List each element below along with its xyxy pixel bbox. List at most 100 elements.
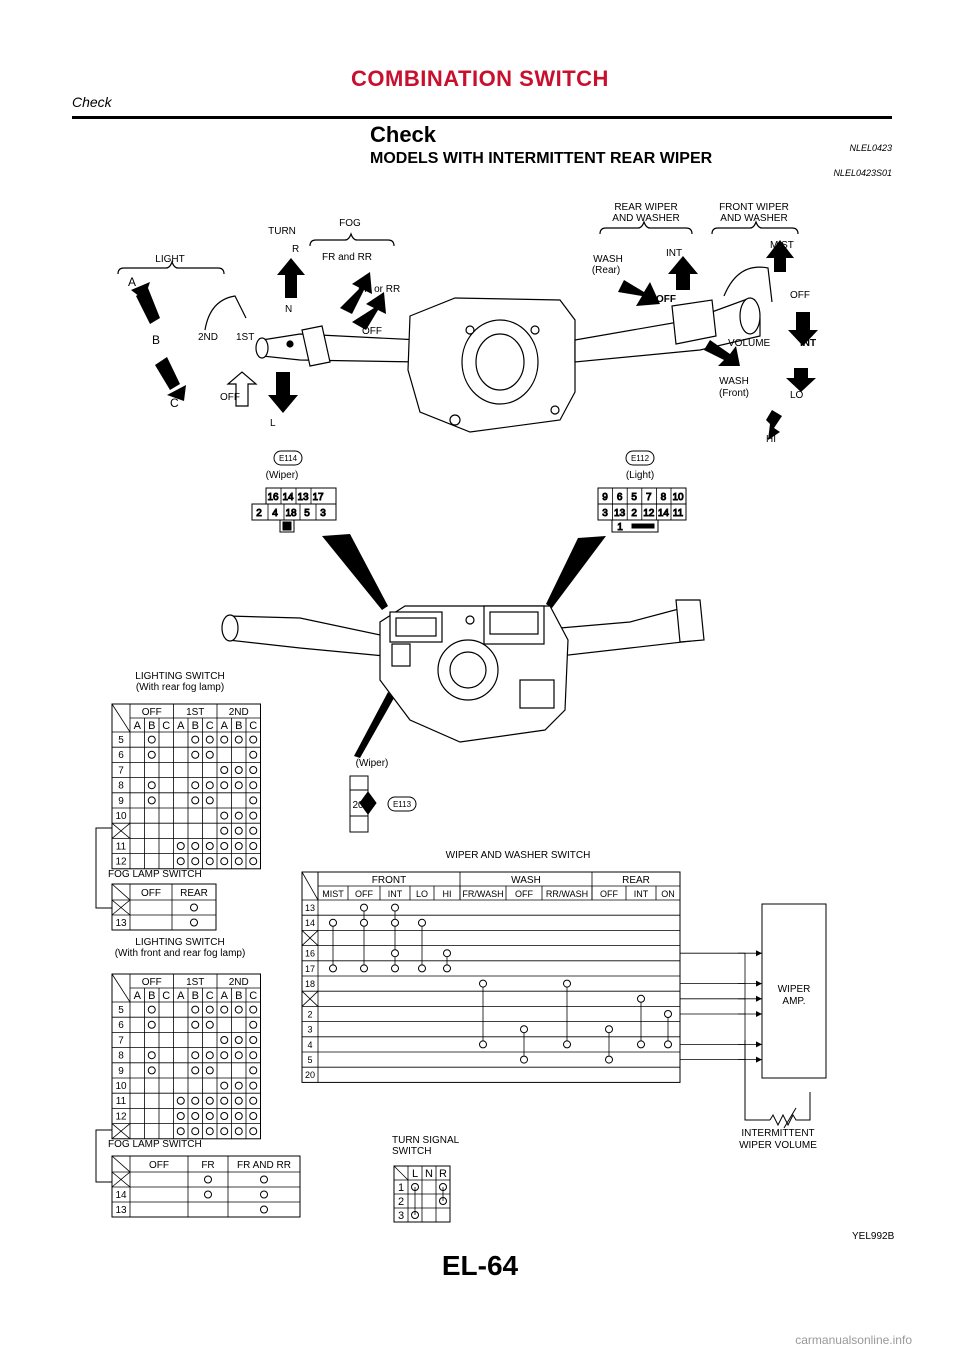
contact-dot (191, 857, 200, 866)
contact-dot (234, 1005, 243, 1014)
label-mist: MIST (770, 240, 794, 251)
label-fog: FOG (339, 218, 361, 229)
contact-dot (329, 964, 337, 973)
section-code: NLEL0423 (849, 143, 892, 153)
label-fog-off: OFF (362, 326, 382, 337)
group-header: FRONT (372, 875, 406, 886)
contact-dot (391, 918, 399, 927)
unused-mark (111, 822, 131, 839)
page-header-title: COMBINATION SWITCH (351, 66, 609, 91)
wiper-amp-label-1: WIPER (778, 984, 811, 995)
contact-dot (205, 781, 214, 790)
column-header: A (221, 720, 229, 732)
unused-mark (111, 1171, 131, 1188)
contact-dot (234, 1112, 243, 1120)
contact-dot (205, 796, 214, 805)
column-header: A (134, 720, 142, 732)
contact-dot (191, 781, 200, 790)
row-pin: 14 (305, 918, 315, 928)
group-header: OFF (142, 977, 162, 988)
label-turn: TURN (268, 226, 296, 237)
footer-watermark: carmanualsonline.info (795, 1333, 912, 1347)
contact-dot (204, 1175, 212, 1184)
label-n: N (285, 304, 292, 315)
contact-dot (563, 1040, 571, 1049)
contact-dot (391, 949, 399, 958)
contact-dot (147, 750, 156, 759)
subsection-code: NLEL0423S01 (833, 168, 892, 178)
contact-dot (205, 1127, 214, 1136)
pointer-e112 (546, 536, 606, 608)
contact-dot (234, 1051, 243, 1060)
contact-dot (249, 1005, 258, 1014)
unused-mark (111, 1123, 131, 1140)
contact-dot (191, 1096, 200, 1105)
corner-diagonal (301, 871, 319, 901)
group-header: 1ST (186, 707, 204, 718)
turn-table-subtitle: SWITCH (392, 1146, 431, 1157)
e112-key (631, 523, 655, 529)
column-header: INT (634, 889, 649, 899)
contact-dot (329, 918, 337, 927)
contact-dot (220, 735, 229, 744)
column-header: OFF (600, 889, 618, 899)
column-header: FR/WASH (462, 889, 503, 899)
column-header: B (192, 720, 199, 732)
front-wiper-brace (711, 220, 799, 235)
group-header: WASH (511, 875, 541, 886)
e112-pin: 5 (631, 492, 637, 503)
contact-dot (234, 1036, 243, 1044)
contact-dot (249, 857, 258, 866)
contact-dot (220, 1051, 229, 1060)
row-pin: 8 (118, 781, 124, 792)
contact-dot (249, 781, 258, 790)
e114-key (282, 521, 292, 531)
column-header: LO (416, 889, 428, 899)
contact-dot (205, 1051, 214, 1060)
contact-dot (234, 735, 243, 744)
contact-dot (249, 1096, 258, 1105)
e112-pin: 12 (643, 508, 655, 519)
group-header: REAR (622, 875, 650, 886)
contact-dot (360, 903, 368, 912)
contact-dot (176, 1112, 185, 1120)
contact-dot (205, 1096, 214, 1105)
contact-dot (391, 964, 399, 973)
contact-dot (220, 842, 229, 850)
volume-label-1: INTERMITTENT (741, 1128, 814, 1139)
contact-dot (190, 918, 198, 927)
connector-e113-pin: 20 (352, 800, 364, 811)
e114-pin: 18 (285, 508, 297, 519)
row-pin: 13 (115, 1205, 127, 1216)
table-border (111, 883, 217, 931)
left-stalk (261, 333, 421, 363)
label-light: LIGHT (155, 254, 184, 265)
label-e114-wiper: (Wiper) (266, 470, 299, 481)
row-pin: 13 (305, 903, 315, 913)
pointer-e113 (354, 692, 394, 758)
contact-dot (664, 1010, 672, 1018)
row-pin: 7 (118, 1035, 124, 1046)
column-header: A (177, 720, 185, 732)
arrow-off-outline (226, 371, 258, 407)
arrow-l (268, 372, 298, 413)
contact-dot (249, 1112, 258, 1120)
contact-dot (205, 1112, 214, 1120)
contact-dot (479, 979, 487, 988)
corner-diagonal (111, 973, 131, 1003)
rear-wiper-brace (599, 220, 693, 235)
label-e113-wiper: (Wiper) (356, 758, 389, 769)
contact-dot (205, 842, 214, 850)
e114-pin: 17 (312, 492, 324, 503)
row-pin: 5 (307, 1055, 312, 1065)
contact-dot (563, 979, 571, 988)
corner-diagonal (111, 883, 131, 901)
contact-dot (249, 1066, 258, 1075)
contact-dot (147, 1005, 156, 1014)
label-lo: LO (790, 390, 804, 401)
contact-dot (204, 1190, 212, 1199)
contact-dot (234, 826, 243, 835)
label-wash-front: WASH (719, 376, 749, 387)
contact-dot (249, 1081, 258, 1090)
